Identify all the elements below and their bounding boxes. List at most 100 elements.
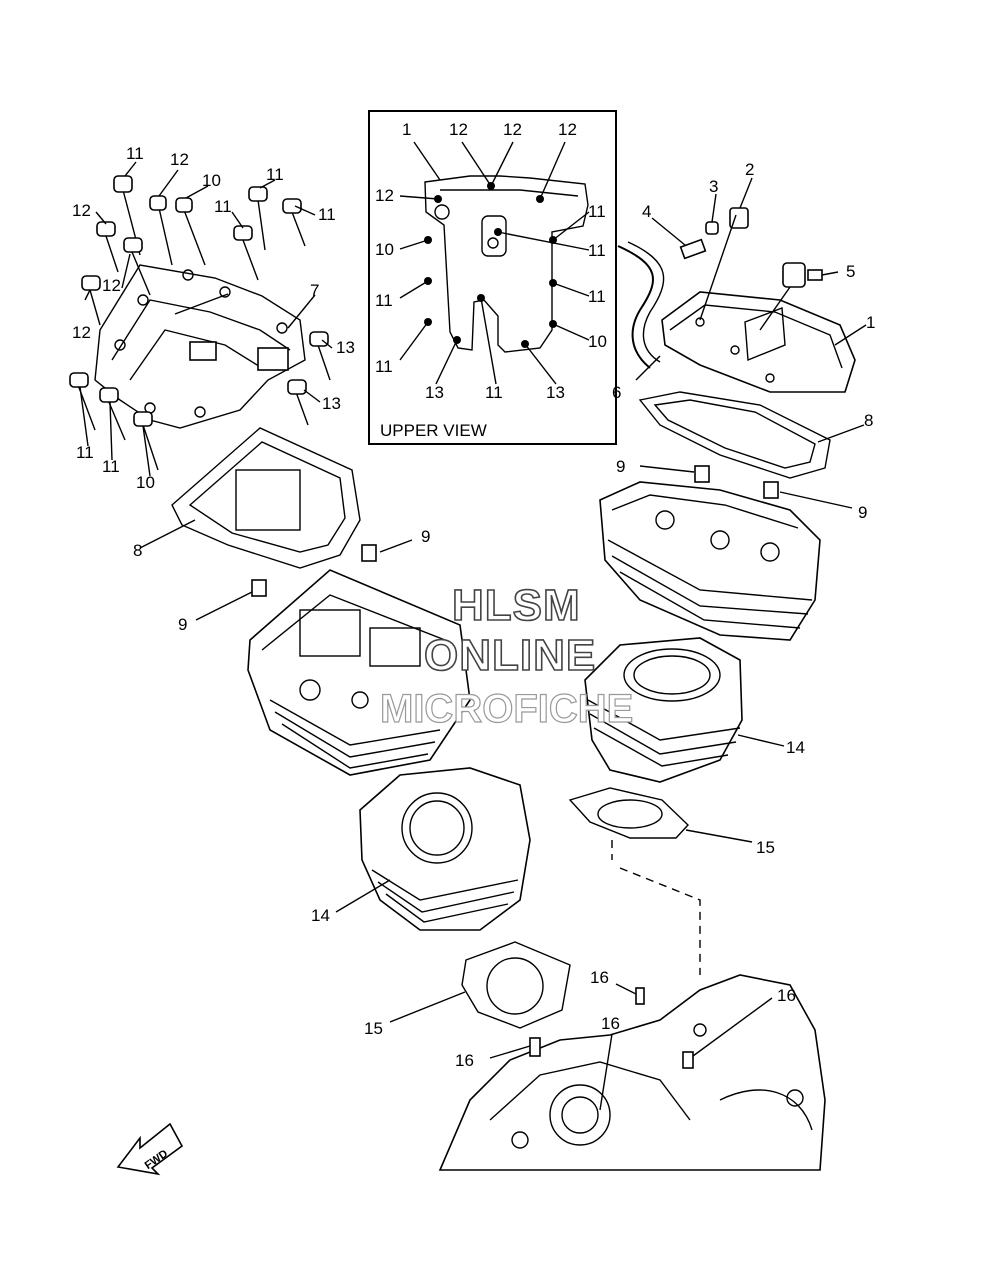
dowel [529, 1037, 541, 1057]
leader [737, 734, 785, 747]
label-1: 1 [866, 313, 875, 332]
label-15: 15 [364, 1019, 383, 1038]
label-11: 11 [76, 443, 94, 462]
label-4: 4 [642, 202, 651, 221]
label-9: 9 [616, 457, 625, 476]
label-12: 12 [558, 120, 577, 139]
head-chamber [299, 609, 361, 657]
cylinder-base-gasket-rear [461, 941, 571, 1029]
label-16: 16 [455, 1051, 474, 1070]
watermark-line2: ONLINE [424, 631, 596, 680]
crankcase-bore [549, 1084, 611, 1146]
cover-bolts [69, 175, 331, 471]
valve-cover-gasket-rear [171, 427, 361, 569]
inset-head-ridge [440, 189, 579, 197]
label-12: 12 [102, 276, 121, 295]
label-12: 12 [375, 186, 394, 205]
watermark-line1: HLSM [452, 581, 581, 630]
rear-valve-cover [94, 264, 306, 429]
cover-block [744, 307, 786, 362]
fin [593, 727, 729, 767]
label-16: 16 [777, 986, 796, 1005]
label-5: 5 [846, 262, 855, 281]
crankcase-group: 16 16 16 16 [438, 968, 826, 1171]
dowel [694, 465, 710, 483]
bolt-hole [276, 322, 288, 334]
crankcase-hole [693, 1023, 707, 1037]
dowel [361, 544, 377, 562]
fin [619, 571, 801, 629]
leader [195, 591, 253, 621]
cylinder-bore-inner [633, 655, 711, 695]
label-9: 9 [421, 527, 430, 546]
fin [371, 869, 519, 901]
label-7: 7 [310, 281, 319, 300]
left-leaders [79, 161, 333, 477]
dowel [251, 579, 267, 597]
label-11: 11 [266, 165, 284, 184]
label-10: 10 [588, 332, 607, 351]
label-11: 11 [588, 287, 606, 306]
label-11: 11 [126, 144, 144, 163]
cylinder-bore [401, 792, 473, 864]
fin [607, 539, 813, 601]
valve-cover-edge [129, 329, 263, 381]
leader [389, 991, 466, 1023]
inset-title: UPPER VIEW [380, 421, 487, 440]
label-9: 9 [178, 615, 187, 634]
label-11: 11 [588, 241, 606, 260]
fin [269, 699, 441, 746]
label-1: 1 [402, 120, 411, 139]
leader [779, 491, 853, 509]
label-11: 11 [375, 291, 393, 310]
leader [379, 539, 413, 553]
head-port [351, 691, 369, 709]
crankcase-hole [786, 1089, 804, 1107]
label-11: 11 [588, 202, 606, 221]
valve-cover-block [189, 341, 217, 361]
rear-cylinder [359, 767, 531, 931]
head-port [760, 542, 780, 562]
label-11: 11 [318, 205, 336, 224]
crankcase [438, 974, 826, 1171]
cover-edge [669, 304, 843, 369]
fin [589, 713, 737, 755]
inset-head-outline [424, 175, 589, 353]
bolt-hole [182, 269, 194, 281]
label-9: 9 [858, 503, 867, 522]
fitting-end [807, 269, 823, 281]
leader [817, 424, 865, 443]
crankcase-edge [489, 1061, 691, 1121]
gasket-bore [597, 799, 663, 829]
watermark-line3: MICROFICHE [380, 687, 633, 731]
label-13: 13 [425, 383, 444, 402]
bolt-hole [730, 345, 740, 355]
label-8: 8 [133, 541, 142, 560]
label-15: 15 [756, 838, 775, 857]
watermark: HLSM ONLINE MICROFICHE [379, 580, 634, 731]
fin [274, 711, 436, 758]
label-14: 14 [786, 738, 805, 757]
leader [139, 519, 196, 549]
upper-view-inset: UPPER VIEW 1 12 12 12 12 11 10 11 11 11 … [368, 110, 617, 445]
fin [281, 723, 429, 769]
valve-cover-edge [111, 299, 291, 361]
valve-cover-block [257, 347, 289, 371]
rear-cylinder-head [247, 569, 471, 776]
leader [639, 465, 695, 473]
label-13: 13 [546, 383, 565, 402]
label-13: 13 [336, 338, 355, 357]
fin [385, 893, 509, 923]
breather-hose-edge [627, 241, 665, 363]
label-13: 13 [322, 394, 341, 413]
label-12: 12 [449, 120, 468, 139]
elbow-fitting [782, 262, 806, 288]
head-port [710, 530, 730, 550]
cylinder-bore [623, 648, 721, 702]
bolt-hole [137, 294, 149, 306]
bolt-hole [765, 373, 775, 383]
hose-fitting [679, 238, 707, 260]
label-2: 2 [745, 160, 754, 179]
fin [611, 555, 809, 615]
